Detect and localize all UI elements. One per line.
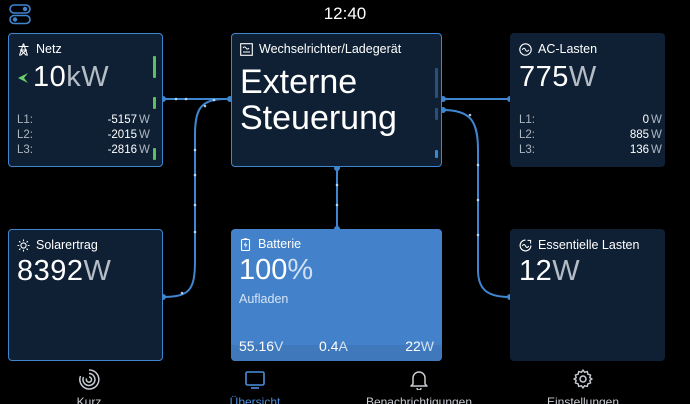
ac-loads-card[interactable]: AC-Lasten 775W L1: 0 W L2: 885 W L3: 136…	[510, 33, 665, 167]
essential-loads-card-title: Essentielle Lasten	[519, 238, 639, 252]
bottom-nav: Kurz Übersicht Benachrichtigungen Einste…	[0, 366, 690, 404]
inverter-icon	[240, 42, 253, 56]
gear-icon	[573, 369, 593, 389]
ac-loads-power: 775W	[519, 61, 597, 93]
brief-gauge-icon	[79, 369, 100, 390]
solar-card-title: Solarertrag	[17, 238, 98, 252]
grid-phases: L1: -5157 W L2: -2015 W L3: -2816 W	[17, 114, 150, 159]
grid-level-bar	[153, 56, 156, 160]
import-arrow-icon	[18, 73, 28, 83]
ac-loads-phase-row: L1: 0 W	[519, 114, 662, 126]
status-bar: 12:40	[0, 0, 690, 30]
grid-card-title: Netz	[17, 42, 62, 56]
grid-card[interactable]: Netz 10kW L1: -5157 W L2: -2015 W L3: -2…	[8, 33, 163, 167]
overview-monitor-icon	[245, 371, 265, 389]
battery-soc: 100%	[239, 254, 314, 286]
battery-charging-icon	[240, 237, 251, 251]
toggle-icon[interactable]	[9, 3, 31, 25]
inverter-status: Externe Steuerung	[240, 63, 397, 137]
essential-loads-icon	[519, 239, 532, 251]
tab-settings[interactable]: Einstellungen	[503, 366, 663, 404]
battery-voltage: 55.16V	[239, 338, 284, 354]
battery-power: 22W	[405, 338, 434, 354]
grid-phase-row: L3: -2816 W	[17, 144, 150, 156]
tab-brief[interactable]: Kurz	[9, 366, 169, 404]
ac-loads-phases: L1: 0 W L2: 885 W L3: 136 W	[519, 114, 662, 159]
tab-overview[interactable]: Übersicht	[175, 366, 335, 404]
ac-loads-card-title: AC-Lasten	[519, 42, 597, 56]
battery-state: Aufladen	[239, 292, 289, 306]
battery-card-title: Batterie	[239, 237, 301, 251]
ac-loads-title-label: AC-Lasten	[538, 42, 598, 56]
ac-loads-icon	[519, 42, 532, 56]
bell-icon	[410, 371, 428, 390]
ac-loads-phase-row: L2: 885 W	[519, 129, 662, 141]
ac-loads-phase-row: L3: 136 W	[519, 144, 662, 156]
essential-loads-card[interactable]: Essentielle Lasten 12W	[510, 229, 665, 361]
sun-icon	[17, 239, 30, 251]
battery-current: 0.4A	[319, 338, 348, 354]
grid-power: 10kW	[33, 61, 110, 93]
essential-loads-power: 12W	[519, 255, 581, 287]
battery-fill-band	[231, 345, 442, 361]
solar-power: 8392W	[17, 255, 112, 287]
inverter-card[interactable]: Wechselrichter/Ladegerät Externe Steueru…	[231, 33, 442, 167]
solar-title-label: Solarertrag	[36, 238, 98, 252]
grid-phase-row: L1: -5157 W	[17, 114, 150, 126]
grid-phase-row: L2: -2015 W	[17, 129, 150, 141]
battery-title-label: Batterie	[258, 237, 302, 251]
essential-loads-title-label: Essentielle Lasten	[538, 238, 640, 252]
clock: 12:40	[323, 4, 367, 23]
inverter-title-label: Wechselrichter/Ladegerät	[259, 42, 402, 56]
solar-card[interactable]: Solarertrag 8392W	[8, 229, 163, 361]
inverter-scroll-indicator	[435, 68, 438, 158]
grid-title-label: Netz	[36, 42, 62, 56]
inverter-card-title: Wechselrichter/Ladegerät	[240, 42, 401, 56]
tab-notifications[interactable]: Benachrichtigungen	[339, 366, 499, 404]
battery-card[interactable]: Batterie 100% Aufladen 55.16V 0.4A 22W	[231, 229, 442, 361]
battery-readings: 55.16V 0.4A 22W	[231, 338, 442, 354]
power-pylon-icon	[18, 42, 29, 56]
